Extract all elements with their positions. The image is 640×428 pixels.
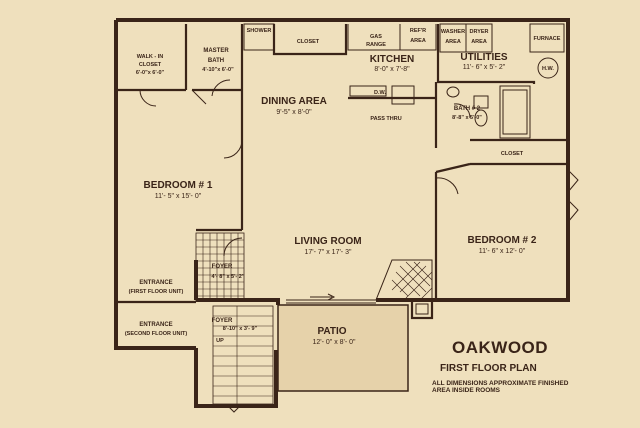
plan-caption: OAKWOOD FIRST FLOOR PLAN ALL DIMENSIONS … — [432, 338, 622, 394]
room-labels: WALK - IN CLOSET 6'-0"x 6'-0" MASTER BAT… — [125, 28, 561, 346]
living-room-label: LIVING ROOM — [294, 236, 361, 247]
exterior-walls — [114, 18, 570, 408]
utilities-label: UTILITIES — [460, 52, 508, 63]
dining-area-label: DINING AREA — [261, 96, 327, 107]
master-bath-dims: 4'-10"x 6'-0" — [202, 67, 234, 73]
interior-walls — [116, 23, 579, 413]
dryer-label: DRYER — [469, 29, 488, 35]
fireplace — [375, 259, 433, 301]
walk-in-closet-label: WALK - IN — [137, 54, 164, 60]
plan-note-line2: AREA INSIDE ROOMS — [432, 387, 501, 394]
foyer1-label: FOYER — [212, 264, 233, 270]
closet-top-label: CLOSET — [297, 39, 320, 45]
up-label: UP — [216, 338, 224, 344]
plan-title: OAKWOOD — [452, 338, 549, 357]
dryer-label2: AREA — [471, 39, 487, 45]
kitchen-dims: 8'-0" x 7'-8" — [374, 66, 410, 73]
entrance2-sub: (SECOND FLOOR UNIT) — [125, 331, 187, 337]
stair-hatching — [195, 232, 274, 405]
bath2-label: BATH # 2 — [454, 106, 481, 112]
gas-range-label: GAS — [370, 34, 382, 40]
entrance1-sub: (FIRST FLOOR UNIT) — [129, 289, 184, 295]
patio-dims: 12'- 0" x 8'- 0" — [312, 339, 356, 346]
bedroom1-label: BEDROOM # 1 — [144, 180, 213, 191]
entrance1-label: ENTRANCE — [139, 280, 172, 286]
plan-note-line1: ALL DIMENSIONS APPROXIMATE FINISHED — [432, 380, 569, 387]
refr-label: REF'R — [410, 28, 426, 34]
living-room-dims: 17'- 7" x 17'- 3" — [305, 249, 352, 256]
kitchen-label: KITCHEN — [370, 54, 414, 65]
furnace-label: FURNACE — [534, 36, 561, 42]
master-bath-label: MASTER — [203, 48, 229, 54]
walk-in-closet-label2: CLOSET — [139, 62, 162, 68]
plan-subtitle: FIRST FLOOR PLAN — [440, 363, 537, 374]
dining-area-dims: 9'-5" x 8'-0" — [276, 109, 312, 116]
walk-in-closet-dims: 6'-0"x 6'-0" — [136, 70, 165, 76]
bedroom1-dims: 11'- 5" x 15'- 0" — [155, 193, 202, 200]
shower-label: SHOWER — [247, 28, 272, 34]
master-bath-label2: BATH — [208, 58, 224, 64]
gas-range-label2: RANGE — [366, 42, 386, 48]
foyer2-dims: 8'-10" x 3'- 9" — [223, 326, 258, 332]
washer-label: WASHER — [441, 29, 465, 35]
utilities-dims: 11'- 6" x 5'- 2" — [463, 64, 506, 71]
foyer1-dims: 4'- 8" x 5'- 2" — [212, 274, 245, 280]
patio-label: PATIO — [317, 326, 346, 337]
entrance2-label: ENTRANCE — [139, 322, 172, 328]
bedroom2-label: BEDROOM # 2 — [468, 235, 537, 246]
washer-label2: AREA — [445, 39, 461, 45]
bath2-dims: 8'-8" x 5'-0" — [452, 115, 482, 121]
patio-slab — [277, 304, 409, 392]
closet-bath-label: CLOSET — [501, 151, 524, 157]
pass-thru-label: PASS THRU — [370, 116, 401, 122]
dw-label: D.W. — [374, 90, 386, 96]
foyer2-label: FOYER — [212, 318, 233, 324]
refr-label2: AREA — [410, 38, 426, 44]
hw-label: H.W. — [542, 66, 554, 72]
bedroom2-dims: 11'- 6" x 12'- 0" — [479, 248, 526, 255]
